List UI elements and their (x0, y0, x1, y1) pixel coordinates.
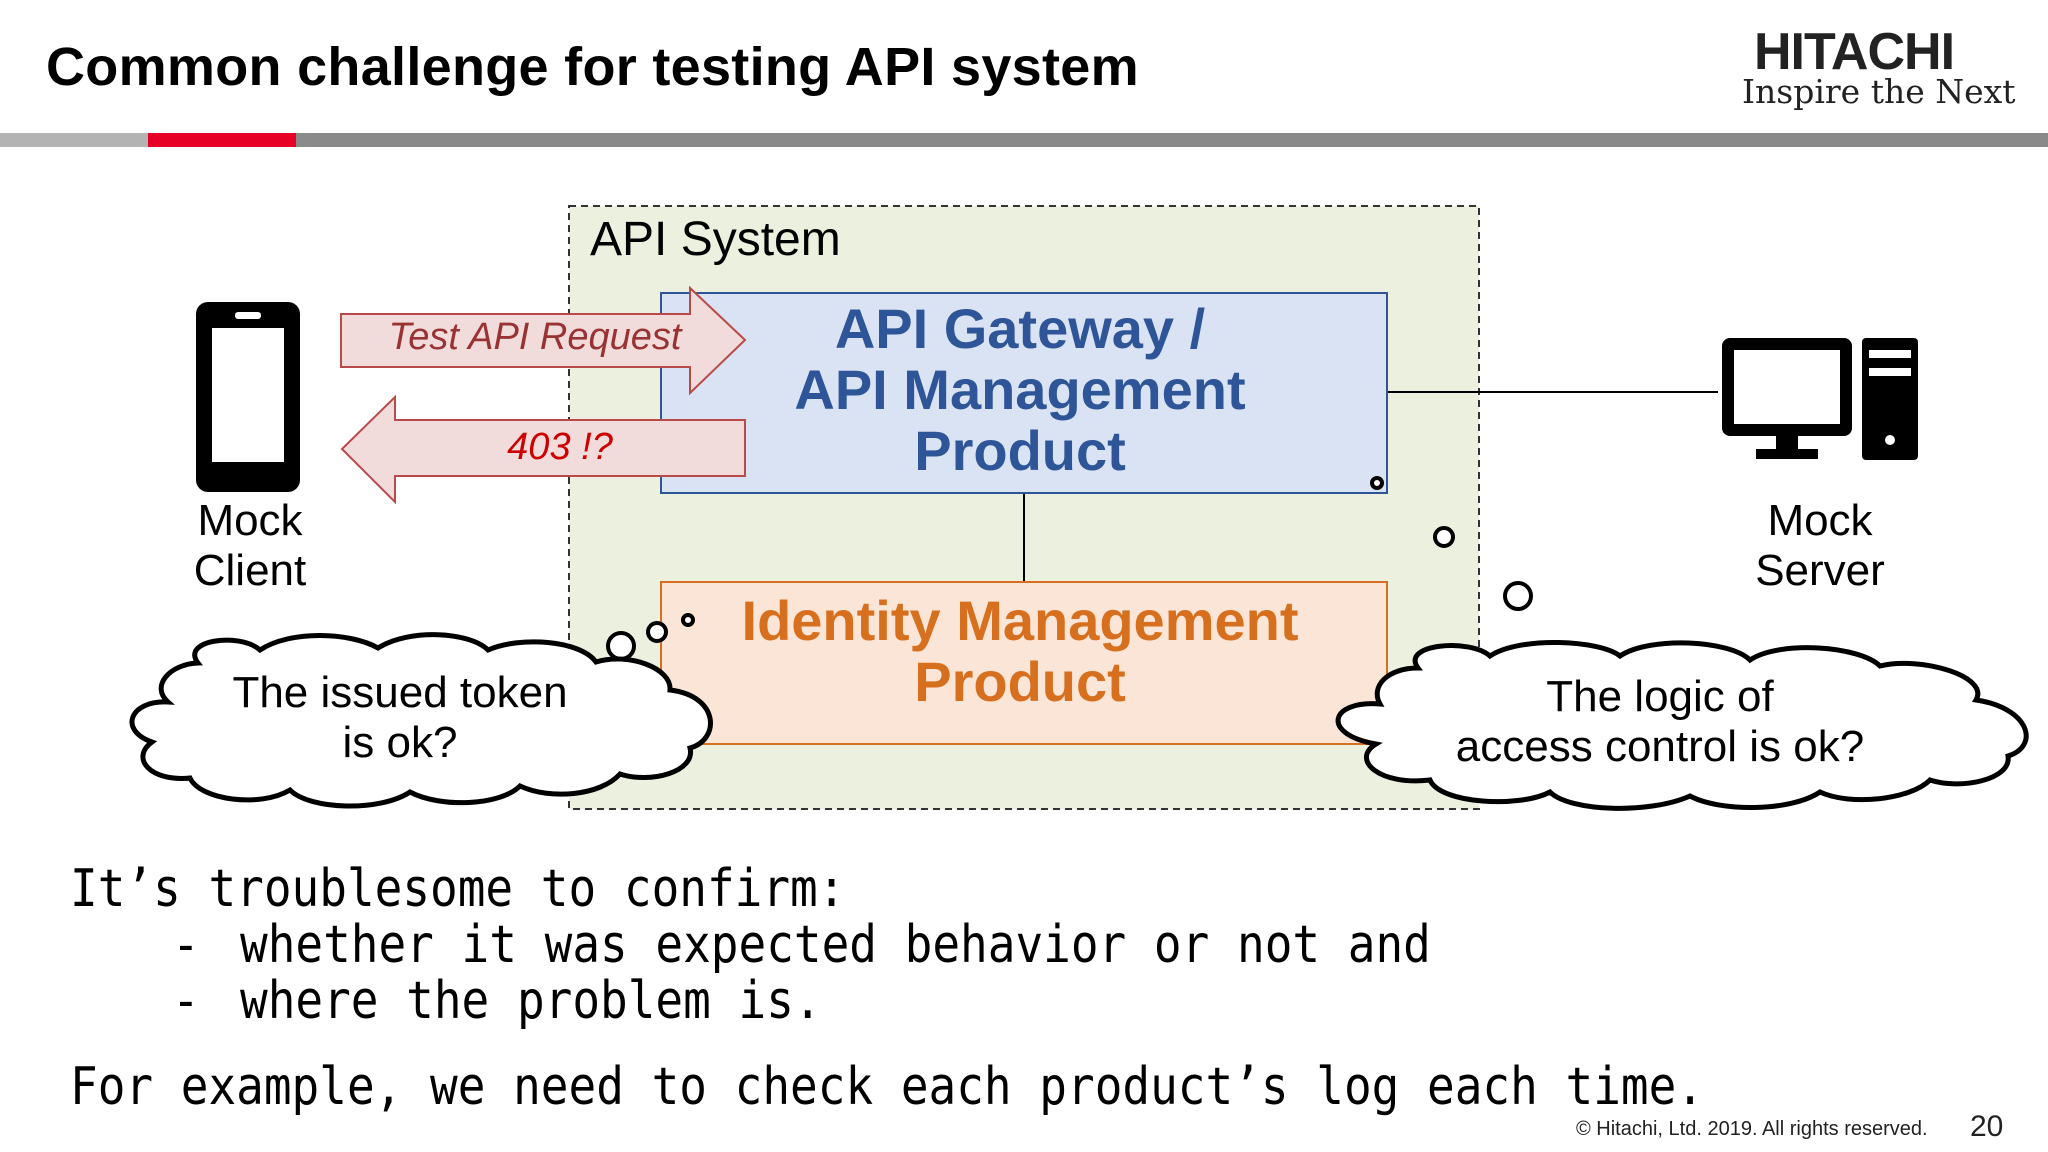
bullet-text: where the problem is. (240, 970, 822, 1031)
api-gateway-label: API Gateway / API Management Product (662, 298, 1378, 481)
bullet-dash: - (172, 914, 200, 975)
mock-server-line: Server (1755, 546, 1885, 595)
mock-server-label: Mock Server (1740, 496, 1900, 596)
example-text: For example, we need to check each produ… (70, 1056, 1704, 1117)
mock-client-line: Client (193, 546, 307, 595)
header-bar-left (0, 133, 148, 147)
api-gateway-line: API Management (794, 358, 1246, 421)
response-label: 403 !? (507, 426, 613, 468)
response-arrow (340, 394, 746, 505)
mock-client-line: Mock (197, 496, 303, 545)
slide-title: Common challenge for testing API system (46, 37, 1139, 97)
header-bar-accent (148, 133, 296, 147)
logo-tagline: Inspire the Next (1742, 72, 2016, 111)
smartphone-icon (196, 302, 300, 492)
header-bar-right (296, 133, 2048, 147)
api-gateway-line: API Gateway / (834, 297, 1206, 360)
thought-dots-left (606, 613, 695, 661)
cloud-left-line: is ok? (342, 718, 458, 767)
bullet-item: -whether it was expected behavior or not… (172, 914, 1431, 974)
bullet-text: whether it was expected behavior or not … (240, 914, 1431, 975)
intro-text: It’s troublesome to confirm: (70, 858, 846, 919)
cloud-left-text: The issued token is ok? (200, 668, 600, 768)
identity-management-box (660, 581, 1388, 745)
cloud-right-line: access control is ok? (1455, 722, 1865, 771)
copyright-notice: © Hitachi, Ltd. 2019. All rights reserve… (1576, 1118, 1928, 1140)
request-label: Test API Request (388, 316, 682, 358)
request-arrow (340, 285, 747, 396)
cloud-right (1335, 640, 2029, 811)
bullet-item: -where the problem is. (172, 970, 822, 1030)
thought-dots-right (1370, 476, 1533, 611)
api-system-label: API System (590, 213, 841, 266)
mock-client-label: Mock Client (170, 496, 330, 596)
cloud-left (129, 632, 713, 809)
page-number: 20 (1970, 1110, 2004, 1143)
mock-server-line: Mock (1767, 496, 1873, 545)
cloud-right-line: The logic of (1546, 672, 1774, 721)
api-gateway-box (660, 292, 1388, 494)
cloud-left-line: The issued token (232, 668, 568, 717)
api-gateway-line: Product (914, 419, 1126, 482)
desktop-computer-icon (1722, 338, 1918, 460)
identity-line: Product (914, 650, 1126, 713)
cloud-right-text: The logic of access control is ok? (1420, 672, 1900, 772)
identity-management-label: Identity Management Product (662, 590, 1378, 712)
hitachi-logo: HITACHI (1754, 23, 1955, 81)
bullet-dash: - (172, 970, 200, 1031)
identity-line: Identity Management (741, 589, 1299, 652)
